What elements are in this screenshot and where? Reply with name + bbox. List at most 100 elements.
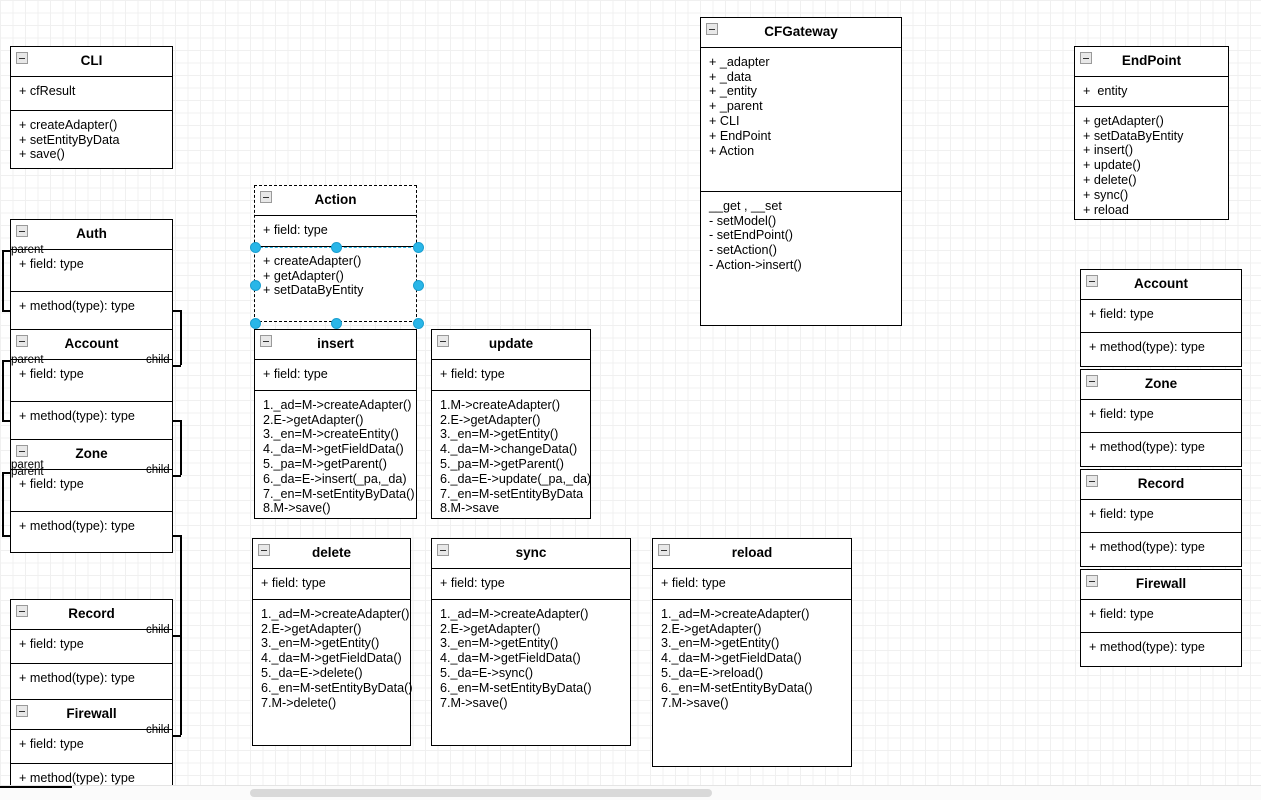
resize-handle-e[interactable] [412,279,424,291]
uml-class-cli[interactable]: CLI+ cfResult+ createAdapter()+ setEntit… [10,46,173,169]
class-title-bar[interactable]: Action [255,186,416,216]
resize-handle-se[interactable] [412,317,424,329]
minus-box-icon[interactable] [260,335,272,347]
association-connector[interactable] [2,360,10,362]
methods-compartment[interactable]: + getAdapter()+ setDataByEntity+ insert(… [1075,106,1228,219]
uml-class-auth[interactable]: Auth+ field: type+ method(type): type [10,219,173,333]
association-connector[interactable] [2,472,10,474]
minus-box-icon[interactable] [1086,475,1098,487]
minus-box-icon[interactable] [1080,52,1092,64]
uml-class-record-right[interactable]: Record+ field: type+ method(type): type [1080,469,1242,567]
association-connector[interactable] [180,635,182,735]
association-connector[interactable] [173,475,181,477]
resize-handle-ne[interactable] [412,241,424,253]
methods-compartment[interactable]: 1._ad=M->createAdapter()2.E->getAdapter(… [255,390,416,518]
association-connector[interactable] [2,250,10,252]
class-title-bar[interactable]: Account [1081,270,1241,300]
methods-compartment[interactable]: + method(type): type [1081,532,1241,566]
class-title-bar[interactable]: Firewall [1081,570,1241,600]
association-connector[interactable] [180,420,182,475]
association-connector[interactable] [180,535,182,635]
minus-box-icon[interactable] [16,445,28,457]
attributes-compartment[interactable]: + field: type [653,568,851,600]
uml-class-zone-left[interactable]: Zone+ field: type+ method(type): type [10,439,173,553]
attributes-compartment[interactable]: + field: type [11,469,172,512]
minus-box-icon[interactable] [1086,275,1098,287]
attributes-compartment[interactable]: + field: type [1081,299,1241,333]
attributes-compartment[interactable]: + field: type [253,568,410,600]
class-title-bar[interactable]: update [432,330,590,360]
minus-box-icon[interactable] [706,23,718,35]
minus-box-icon[interactable] [260,191,272,203]
methods-compartment[interactable]: 1._ad=M->createAdapter()2.E->getAdapter(… [432,599,630,745]
methods-compartment[interactable]: + createAdapter()+ setEntityByData+ save… [11,110,172,168]
methods-compartment[interactable]: + method(type): type [11,511,172,552]
class-title-bar[interactable]: Zone [1081,370,1241,400]
minus-box-icon[interactable] [658,544,670,556]
uml-class-endpoint[interactable]: EndPoint+ entity+ getAdapter()+ setDataB… [1074,46,1229,220]
minus-box-icon[interactable] [16,705,28,717]
attributes-compartment[interactable]: + field: type [1081,499,1241,533]
methods-compartment[interactable]: + method(type): type [1081,632,1241,666]
methods-compartment[interactable]: 1._ad=M->createAdapter()2.E->getAdapter(… [653,599,851,766]
attributes-compartment[interactable]: + field: type [1081,599,1241,633]
methods-compartment[interactable]: + method(type): type [11,401,172,442]
association-connector[interactable] [173,365,181,367]
methods-compartment[interactable]: + method(type): type [11,663,172,704]
horizontal-scrollbar[interactable] [0,785,1261,800]
class-title-bar[interactable]: Account [11,330,172,360]
attributes-compartment[interactable]: + cfResult [11,76,172,111]
association-connector[interactable] [180,310,182,365]
class-title-bar[interactable]: insert [255,330,416,360]
association-connector[interactable] [2,472,4,535]
attributes-compartment[interactable]: + field: type [11,359,172,402]
attributes-compartment[interactable]: + field: type [432,359,590,391]
attributes-compartment[interactable]: + field: type [255,359,416,391]
class-title-bar[interactable]: Record [1081,470,1241,500]
class-title-bar[interactable]: CFGateway [701,18,901,48]
attributes-compartment[interactable]: + field: type [1081,399,1241,433]
methods-compartment[interactable]: + createAdapter()+ getAdapter()+ setData… [255,246,416,321]
minus-box-icon[interactable] [258,544,270,556]
horizontal-scrollbar-thumb[interactable] [250,789,712,797]
attributes-compartment[interactable]: + field: type [11,729,172,764]
uml-class-account-left[interactable]: Account+ field: type+ method(type): type [10,329,173,443]
uml-class-record-left[interactable]: Record+ field: type+ method(type): type [10,599,173,705]
minus-box-icon[interactable] [437,335,449,347]
class-title-bar[interactable]: Record [11,600,172,630]
class-title-bar[interactable]: Auth [11,220,172,250]
methods-compartment[interactable]: __get , __set- setModel()- setEndPoint()… [701,191,901,325]
minus-box-icon[interactable] [437,544,449,556]
association-connector[interactable] [2,360,4,420]
resize-handle-w[interactable] [249,279,261,291]
attributes-compartment[interactable]: + field: type [11,249,172,292]
association-connector[interactable] [173,635,181,637]
minus-box-icon[interactable] [16,52,28,64]
class-title-bar[interactable]: reload [653,539,851,569]
minus-box-icon[interactable] [16,605,28,617]
uml-class-zone-right[interactable]: Zone+ field: type+ method(type): type [1080,369,1242,467]
methods-compartment[interactable]: + method(type): type [11,291,172,332]
class-title-bar[interactable]: CLI [11,47,172,77]
uml-class-account-right[interactable]: Account+ field: type+ method(type): type [1080,269,1242,367]
uml-class-action[interactable]: Action+ field: type+ createAdapter()+ ge… [254,185,417,322]
minus-box-icon[interactable] [16,225,28,237]
methods-compartment[interactable]: 1.M->createAdapter()2.E->getAdapter()3._… [432,390,591,518]
methods-compartment[interactable]: 1._ad=M->createAdapter()2.E->getAdapter(… [253,599,413,745]
class-title-bar[interactable]: Firewall [11,700,172,730]
attributes-compartment[interactable]: + field: type [432,568,630,600]
methods-compartment[interactable]: + method(type): type [1081,432,1241,466]
attributes-compartment[interactable]: + field: type [11,629,172,664]
uml-class-cfgateway[interactable]: CFGateway+ _adapter+ _data+ _entity+ _pa… [700,17,902,326]
methods-compartment[interactable]: + method(type): type [1081,332,1241,366]
resize-handle-sw[interactable] [249,317,261,329]
attributes-compartment[interactable]: + _adapter+ _data+ _entity+ _parent+ CLI… [701,47,901,192]
attributes-compartment[interactable]: + entity [1075,76,1228,107]
minus-box-icon[interactable] [1086,575,1098,587]
association-connector[interactable] [173,735,181,737]
